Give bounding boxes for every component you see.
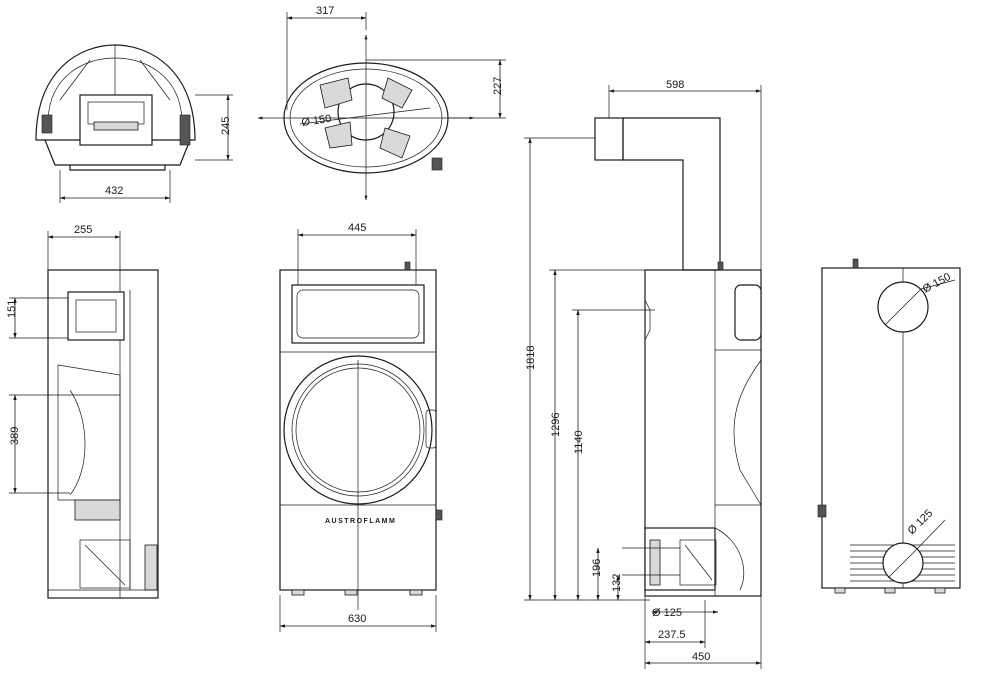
side-view-flue: 598 1818 1296 1140 196 132 Ø 125 237.5 4… [524,79,762,669]
dim-diameter-150-top: Ø 150 [301,113,332,129]
dim-598: 598 [666,79,684,91]
dim-151: 151 [6,300,18,318]
dim-diameter-125-back: Ø 125 [906,507,936,537]
top-view-oval: Ø 150 317 227 [257,5,506,201]
dim-227: 227 [492,77,504,95]
dim-196: 196 [591,559,603,577]
side-section-view: 255 151 389 [6,224,159,599]
dim-1818: 1818 [525,346,537,370]
dim-237-5: 237.5 [658,629,686,641]
dim-1296: 1296 [550,413,562,437]
dim-245: 245 [220,117,232,135]
dim-389: 389 [9,427,21,445]
dim-630: 630 [348,613,366,625]
dim-432: 432 [105,185,123,197]
dim-317: 317 [316,5,334,17]
dim-450: 450 [692,651,710,663]
front-view: AUSTROFLAMM 445 630 [279,222,443,632]
brand-austroflamm: AUSTROFLAMM [325,518,396,525]
dim-diameter-150-back: Ø 150 [921,271,953,296]
dim-1140: 1140 [573,430,585,454]
back-view: Ø 150 Ø 125 [817,258,961,594]
dim-diameter-125-side: Ø 125 [652,607,682,619]
dim-255: 255 [74,224,92,236]
dim-132: 132 [611,574,623,592]
top-view-stove: 432 245 [35,44,233,203]
dim-445: 445 [348,222,366,234]
